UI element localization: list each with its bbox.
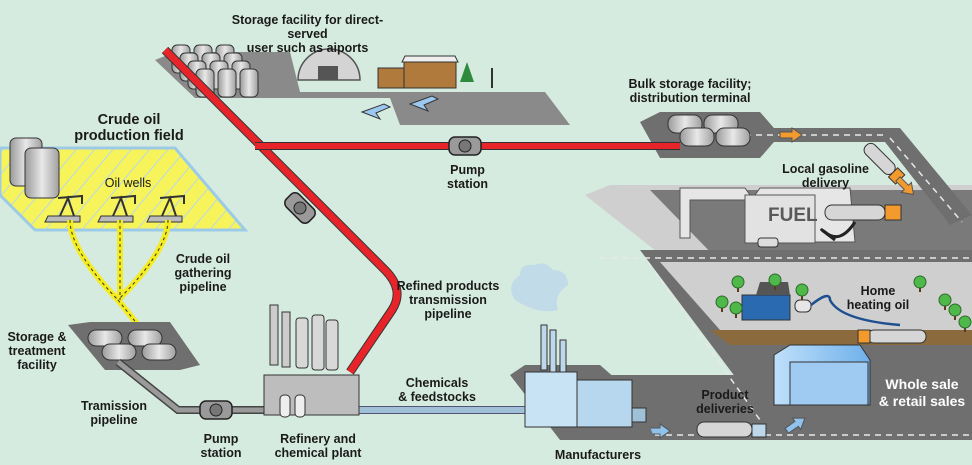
airplane	[360, 103, 392, 121]
label-local-gasoline: Local gasoline delivery	[782, 162, 869, 190]
label-pump-station-2: Pump station	[447, 163, 488, 191]
label-pump-station-1: Pump station	[200, 432, 242, 460]
tree-icon	[913, 275, 927, 292]
flow-arrow-icon	[779, 127, 803, 143]
airport-storage-tanks	[171, 44, 259, 98]
manufacturer-factory	[510, 263, 655, 440]
storage-tank	[679, 127, 715, 147]
crude-gathering-pipeline	[67, 219, 171, 327]
crude-oil-production-field	[0, 137, 249, 232]
tree-icon	[715, 295, 729, 312]
label-product-deliveries: Product deliveries	[696, 388, 754, 416]
airplane	[408, 95, 440, 113]
heating-oil-tanker	[867, 329, 927, 344]
storage-tank	[239, 68, 259, 98]
flow-arrow-icon	[784, 417, 806, 434]
flow-arrow-icon	[895, 176, 915, 196]
storage-tank	[101, 343, 137, 361]
smoke	[511, 263, 568, 312]
label-wholesale: Whole sale & retail sales	[878, 376, 966, 409]
label-storage-treatment: Storage & treatment facility	[7, 330, 67, 372]
tree-icon	[948, 303, 962, 320]
label-chemicals: Chemicals & feedstocks	[398, 376, 476, 404]
crude-tank	[24, 147, 60, 199]
label-storage-airport: Storage facility for direct-served user …	[231, 13, 384, 55]
tree-icon	[795, 283, 809, 300]
dirt-strip	[710, 330, 972, 345]
tree-icon	[958, 315, 972, 332]
label-bulk-storage: Bulk storage facility; distribution term…	[628, 77, 752, 105]
label-gathering-pipeline: Crude oil gathering pipeline	[174, 252, 232, 294]
fuel-sign: FUEL	[768, 205, 818, 226]
pump-station-icon	[448, 136, 482, 156]
gas-station	[679, 187, 902, 248]
car	[757, 237, 779, 248]
label-home-heating: Home heating oil	[846, 284, 910, 312]
tree-icon	[938, 293, 952, 310]
storage-tank	[217, 68, 237, 98]
terminal-building	[403, 61, 457, 89]
product-delivery-truck	[696, 421, 767, 438]
refinery	[263, 304, 360, 418]
storage-treatment-facility	[68, 322, 200, 370]
pump-station-icon	[199, 400, 233, 420]
home-heating	[715, 273, 972, 344]
tree-icon	[768, 273, 782, 290]
label-manufacturers: Manufacturers	[554, 448, 642, 462]
airport-area	[155, 48, 570, 125]
hangar	[297, 48, 361, 81]
storage-tank	[141, 343, 177, 361]
label-crude-field: Crude oil production field	[74, 112, 184, 144]
transmission-pipeline	[115, 358, 280, 414]
storage-tank	[715, 127, 751, 147]
label-refined-pipeline: Refined products transmission pipeline	[396, 279, 500, 321]
tree-icon	[729, 301, 743, 318]
pumpjack-icon	[146, 194, 185, 223]
tree	[460, 62, 474, 82]
truck	[631, 407, 647, 423]
tree-icon	[731, 275, 745, 292]
fuel-tanker	[824, 204, 886, 221]
pump-station-icon	[284, 192, 316, 224]
bulk-storage-tanks	[667, 114, 751, 147]
label-transmission-pipeline: Tramission pipeline	[81, 399, 147, 427]
wholesale-building	[773, 344, 871, 406]
label-refinery: Refinery and chemical plant	[274, 432, 362, 460]
label-oil-wells: Oil wells	[104, 176, 152, 190]
house	[741, 294, 791, 321]
